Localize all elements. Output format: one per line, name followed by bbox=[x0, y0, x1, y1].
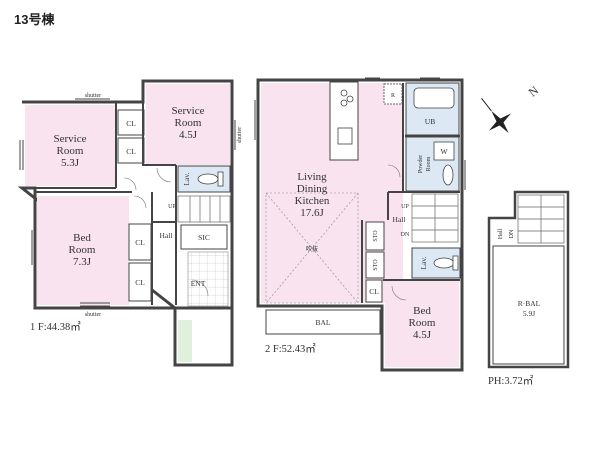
cl-label-4: CL bbox=[135, 278, 145, 287]
up-1f-label: UP bbox=[168, 204, 176, 210]
entrance-floor bbox=[187, 251, 229, 307]
bed-1f-label-1: Bed bbox=[73, 232, 91, 244]
ldk-label-1: Living bbox=[297, 171, 327, 183]
floor-2-outline bbox=[256, 78, 464, 372]
fukinuke-label: 吹抜 bbox=[306, 245, 318, 253]
plan-title: 13号棟 bbox=[14, 12, 55, 27]
sic-label: SIC bbox=[198, 233, 210, 242]
service-right-label-2: Room bbox=[175, 117, 202, 129]
kitchen-counter bbox=[329, 81, 359, 161]
compass-icon bbox=[481, 98, 512, 134]
dn-2f-label: DN bbox=[401, 232, 410, 238]
washer-label: W bbox=[440, 147, 448, 156]
closet-2f bbox=[365, 279, 383, 303]
windows-1f bbox=[19, 98, 236, 307]
floor-2-area: 2 F:52.43㎡ bbox=[265, 343, 316, 355]
ub-label: UB bbox=[425, 117, 435, 126]
service-left-label-1: Service bbox=[54, 133, 87, 145]
roof-balcony bbox=[492, 245, 565, 365]
ldk-label-3: Kitchen bbox=[295, 195, 330, 207]
floor-1-area: 1 F:44.38㎡ bbox=[30, 321, 81, 333]
cl-2f-label: CL bbox=[369, 287, 379, 296]
powder-label-2: Room bbox=[426, 156, 432, 171]
storage-1 bbox=[365, 221, 385, 251]
ent-label: ENT bbox=[191, 279, 206, 288]
up-2f-label: UP bbox=[401, 204, 409, 210]
penthouse-outline bbox=[487, 190, 570, 369]
hall-1f-label: Hall bbox=[160, 231, 173, 240]
door-arcs-1f bbox=[123, 167, 209, 297]
floor-1: Service Room 5.3J Service Room 4.5J Bed … bbox=[17, 79, 243, 367]
room-service-left bbox=[25, 105, 115, 186]
service-right-label-1: Service bbox=[172, 105, 205, 117]
service-left-size: 5.3J bbox=[61, 157, 80, 169]
interior-walls-1f bbox=[22, 81, 177, 305]
bed-1f-label-2: Room bbox=[69, 244, 96, 256]
sto-label-2: STO bbox=[373, 259, 379, 271]
powder-label-1: Powder bbox=[418, 155, 424, 173]
bed-2f-size: 4.5J bbox=[413, 329, 432, 341]
shutter-label-top: shutter bbox=[85, 93, 101, 99]
cl-label-1: CL bbox=[126, 119, 136, 128]
storage-2 bbox=[365, 251, 385, 279]
interior-walls-2f bbox=[361, 83, 460, 303]
hall-2f-label: Hall bbox=[393, 215, 406, 224]
lav-2f-label: Lav. bbox=[419, 256, 428, 269]
rbal-size: 5.9J bbox=[523, 309, 535, 318]
ldk-label-2: Dining bbox=[297, 183, 328, 195]
room-service-right bbox=[146, 84, 230, 165]
compass-n-label: N bbox=[526, 83, 542, 100]
service-right-size: 4.5J bbox=[179, 129, 198, 141]
penthouse: Hall DN R·BAL 5.9J PH:3.72㎡ bbox=[487, 190, 570, 387]
stairs-1f bbox=[177, 195, 231, 223]
service-left-label-2: Room bbox=[57, 145, 84, 157]
void-area bbox=[265, 192, 359, 304]
shutter-label-bottom: shutter bbox=[85, 312, 101, 318]
room-bed-2f bbox=[385, 281, 459, 367]
bed-2f-label-1: Bed bbox=[413, 305, 431, 317]
cl-label-3: CL bbox=[135, 238, 145, 247]
rbal-label: R·BAL bbox=[518, 299, 541, 308]
penthouse-area: PH:3.72㎡ bbox=[488, 375, 534, 387]
closet-1 bbox=[117, 109, 145, 136]
ldk-size: 17.6J bbox=[300, 207, 324, 219]
bal-label: BAL bbox=[316, 318, 331, 327]
bed-1f-size: 7.3J bbox=[73, 256, 92, 268]
room-bed-1f bbox=[37, 196, 129, 305]
shoes-in-closet bbox=[180, 224, 228, 250]
lav-1f-label: Lav. bbox=[182, 172, 191, 185]
closet-2 bbox=[117, 137, 145, 164]
cl-label-2: CL bbox=[126, 147, 136, 156]
door-arcs-2f bbox=[387, 164, 407, 301]
ph-dn-label: DN bbox=[509, 229, 515, 238]
entry-porch bbox=[178, 320, 192, 362]
windows-2f bbox=[254, 77, 466, 307]
shutter-label-right: shutter bbox=[237, 127, 243, 143]
stairs-ph bbox=[517, 194, 565, 244]
ph-hall-label: Hall bbox=[498, 229, 504, 240]
sto-label-1: STO bbox=[373, 230, 379, 242]
bed-2f-label-2: Room bbox=[409, 317, 436, 329]
floor-2: Living Dining Kitchen 17.6J 吹抜 R UB W Po… bbox=[254, 77, 466, 372]
toilet-1f bbox=[197, 173, 219, 185]
stairs-2f bbox=[411, 193, 459, 243]
balcony bbox=[265, 309, 381, 335]
refrigerator-label: R bbox=[391, 93, 395, 99]
